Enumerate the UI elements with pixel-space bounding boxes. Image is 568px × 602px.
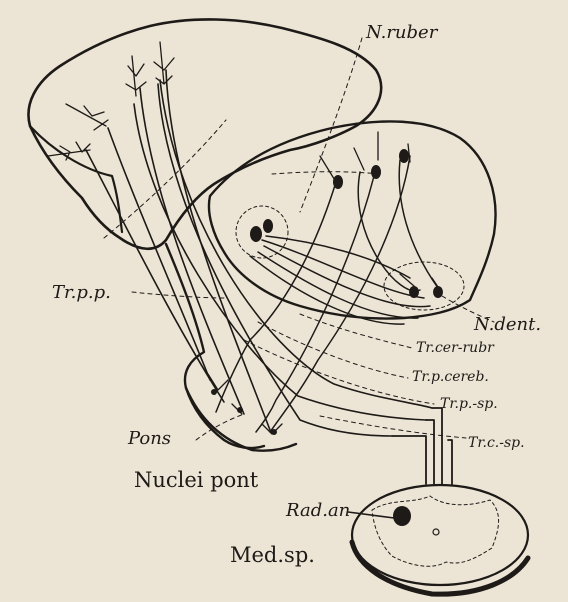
cerebrum-outline [28, 19, 381, 248]
anterior-root-line [348, 512, 394, 518]
central-canal [433, 529, 439, 535]
nucleus-dentatus-ellipse [384, 262, 464, 310]
label-tr-c-sp: Tr.c.-sp. [468, 436, 525, 450]
nucleus-ruber-circle [236, 206, 288, 258]
label-nucleus-ruber: N.ruber [366, 24, 437, 42]
label-nuclei-pontis: Nuclei pont [134, 470, 258, 491]
label-nucleus-dentatus: N.dent. [474, 316, 541, 334]
label-tr-p-p: Tr.p.p. [52, 284, 111, 302]
cerebellar-fibres [216, 156, 438, 432]
grey-matter-outline [372, 496, 499, 566]
cerebellum-outline [209, 121, 496, 318]
label-tr-p-sp: Tr.p.-sp. [440, 397, 498, 411]
label-radix-anterior: Rad.an [286, 502, 350, 520]
spinal-cord-section [352, 485, 528, 585]
dendrite-tufts [48, 42, 440, 434]
label-tr-cer-rubr: Tr.cer-rubr [416, 341, 494, 355]
label-pons: Pons [128, 430, 171, 448]
spinal-cord-rim [352, 542, 528, 594]
label-medulla-spinalis: Med.sp. [230, 545, 315, 566]
label-tr-p-cereb: Tr.p.cereb. [412, 370, 489, 384]
